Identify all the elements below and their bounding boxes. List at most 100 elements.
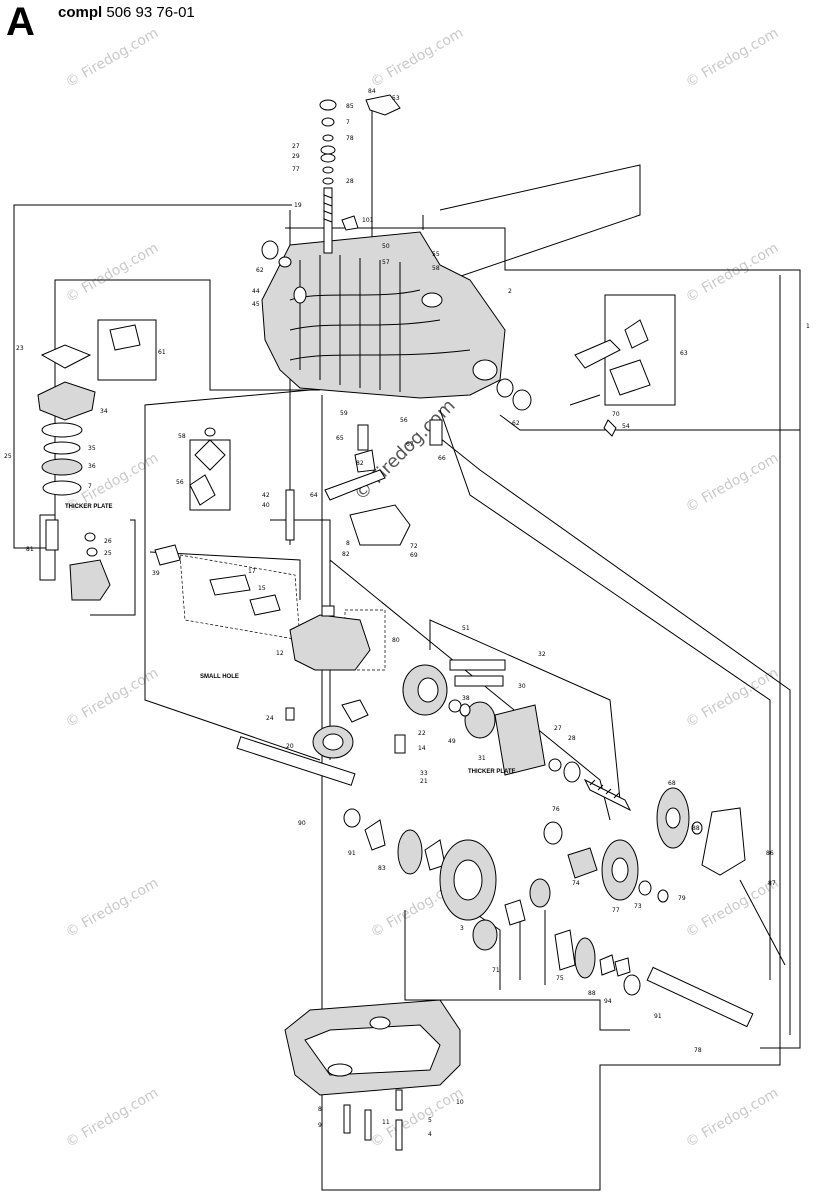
callout: 91	[348, 850, 356, 857]
callout: 87	[768, 880, 776, 887]
callout: 77	[612, 907, 620, 914]
callout: 90	[298, 820, 306, 827]
callout: 91	[654, 1013, 662, 1020]
callout: 30	[518, 683, 526, 690]
callout: 84	[368, 88, 376, 95]
callout: 88	[692, 825, 700, 832]
callout: 62	[512, 420, 520, 427]
callout: 54	[622, 423, 630, 430]
callout: 20	[286, 743, 294, 750]
callout: 15	[258, 585, 266, 592]
callout: 17	[248, 568, 256, 575]
callout: 32	[538, 651, 546, 658]
callout: 56	[176, 479, 184, 486]
callout: 76	[552, 806, 560, 813]
callout: 2	[508, 288, 512, 295]
callout: 86	[766, 850, 774, 857]
callout: 44	[252, 288, 260, 295]
callout: 65	[336, 435, 344, 442]
callout: 9	[318, 1122, 322, 1129]
callout: 51	[462, 625, 470, 632]
section-letter: A	[6, 0, 35, 44]
callout: 36	[88, 463, 96, 470]
callout: 75	[556, 975, 564, 982]
callout: 7	[88, 483, 92, 490]
callout: 25	[4, 453, 12, 460]
callout: 28	[346, 178, 354, 185]
callout: 53	[392, 95, 400, 102]
callout: 70	[612, 411, 620, 418]
assembly-part-number: 506 93 76-01	[102, 4, 195, 21]
right-bypass-parts	[569, 319, 651, 437]
input-shaft-stack	[319, 94, 401, 254]
callout: 26	[104, 538, 112, 545]
callout: 68	[668, 780, 676, 787]
small-hole-note: SMALL HOLE	[200, 674, 239, 680]
callout: 83	[378, 865, 386, 872]
callout: 55	[432, 251, 440, 258]
upper-transmission-housing	[261, 231, 532, 411]
callout: 58	[432, 265, 440, 272]
callout: 59	[340, 410, 348, 417]
callout: 8	[346, 540, 350, 547]
callout: 12	[276, 650, 284, 657]
callout: 73	[634, 903, 642, 910]
callout: 42	[262, 492, 270, 499]
callout: 22	[418, 730, 426, 737]
callout: 25	[104, 550, 112, 557]
callout: 14	[418, 745, 426, 752]
callout: 78	[346, 135, 354, 142]
callout: 21	[420, 778, 428, 785]
callout: 10	[456, 1099, 464, 1106]
callout: 80	[392, 637, 400, 644]
callout: 57	[382, 259, 390, 266]
callout: 27	[554, 725, 562, 732]
callout: 56	[400, 417, 408, 424]
callout: 40	[262, 502, 270, 509]
callout: 19	[294, 202, 302, 209]
lower-transmission-housing	[284, 999, 461, 1151]
callout: 58	[178, 433, 186, 440]
callout-labels: 84 53 85 7 78 27 29 77 28 19 101 50 57 5…	[4, 88, 810, 1138]
callout: 23	[16, 345, 24, 352]
callout: 35	[88, 445, 96, 452]
callout: 77	[292, 166, 300, 173]
assembly-title: compl 506 93 76-01	[58, 4, 195, 21]
callout: 78	[694, 1047, 702, 1054]
thicker-plate-note: THICKER PLATE	[468, 769, 516, 775]
callout: 49	[448, 738, 456, 745]
center-linkage	[204, 419, 443, 546]
callout: 11	[382, 1119, 390, 1126]
callout: 7	[346, 119, 350, 126]
callout: 82	[342, 551, 350, 558]
hydraulic-pump	[402, 659, 746, 876]
callout: 72	[410, 543, 418, 550]
callout: 39	[152, 570, 160, 577]
gear-train	[236, 736, 754, 1028]
callout: 3	[460, 925, 464, 932]
callout: 88	[588, 990, 596, 997]
callout: 69	[410, 552, 418, 559]
assembly-title-bold: compl	[58, 4, 103, 21]
callout: 74	[572, 880, 580, 887]
callout: 82	[356, 460, 364, 467]
callout: 8	[318, 1106, 322, 1113]
callout: 1	[806, 323, 810, 330]
callout: 71	[492, 967, 500, 974]
callout: 101	[362, 217, 374, 224]
callout: 33	[420, 770, 428, 777]
callout: 45	[252, 301, 260, 308]
callout: 38	[462, 695, 470, 702]
callout: 85	[346, 103, 354, 110]
callout: 29	[292, 153, 300, 160]
callout: 79	[678, 895, 686, 902]
callout: 63	[680, 350, 688, 357]
callout: 31	[478, 755, 486, 762]
thicker-plate-note: THICKER PLATE	[65, 504, 113, 510]
callout: 27	[292, 143, 300, 150]
callout: 64	[310, 492, 318, 499]
callout: 94	[604, 998, 612, 1005]
callout: 50	[382, 243, 390, 250]
callout: 4	[428, 1131, 432, 1138]
